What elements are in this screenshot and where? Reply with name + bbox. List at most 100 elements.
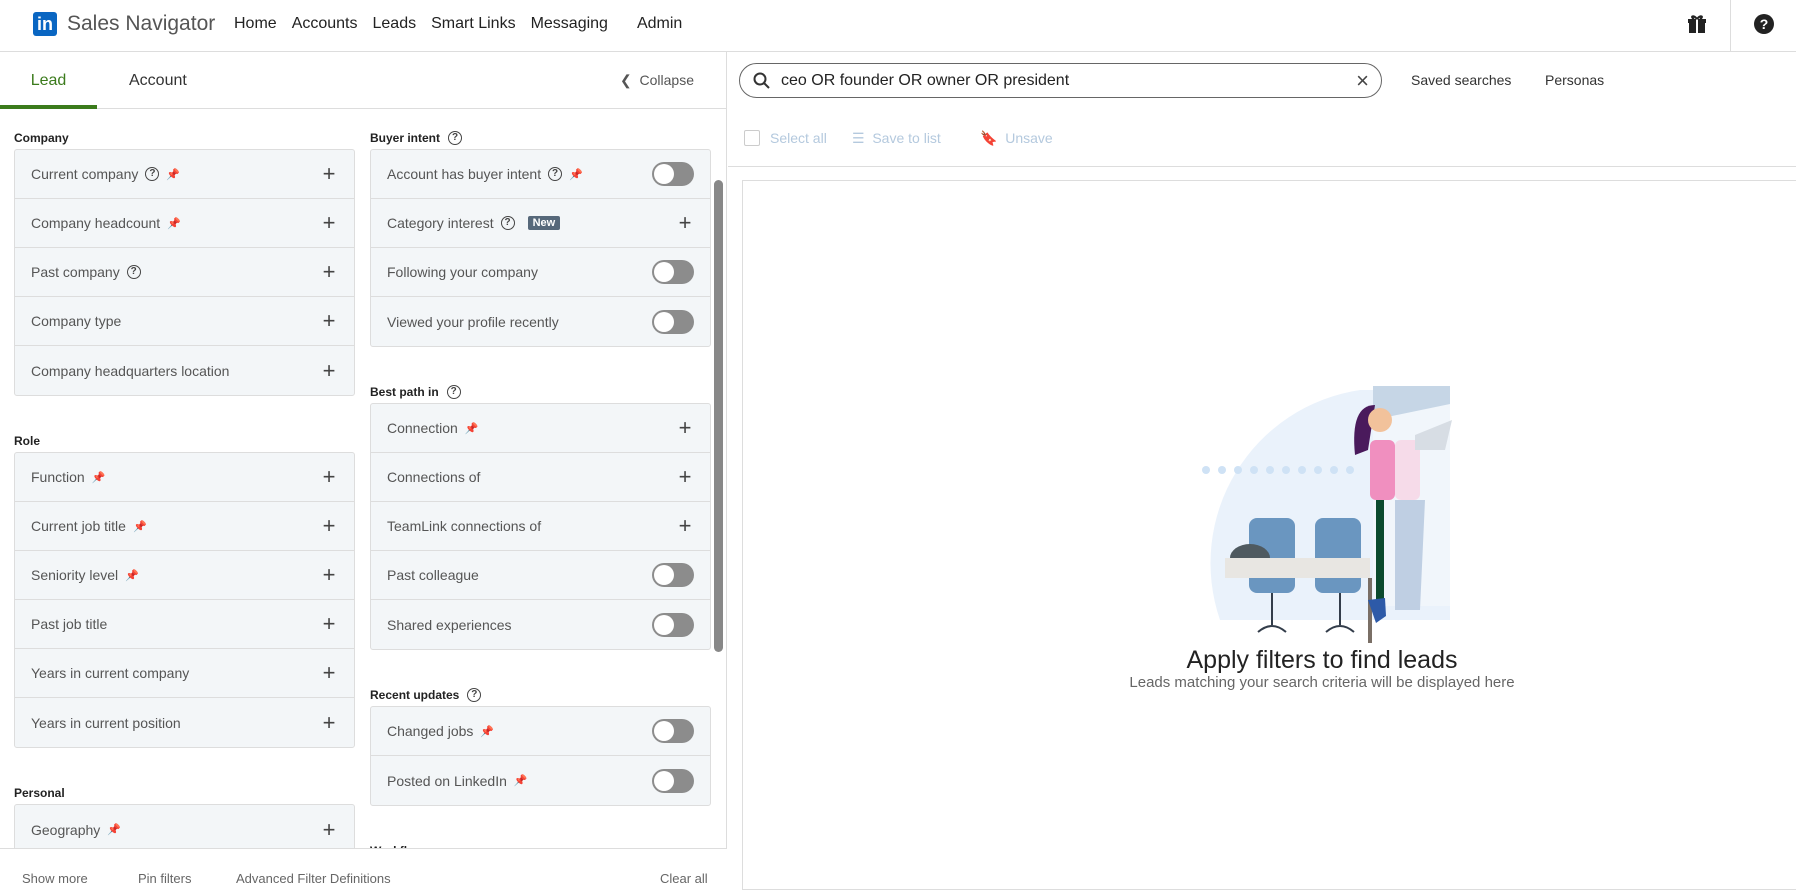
filter-label: Posted on LinkedIn	[387, 772, 507, 789]
chevron-left-icon: ❮	[620, 72, 632, 88]
filter-account-buyer-intent[interactable]: Account has buyer intent?📌	[371, 150, 710, 199]
filter-current-job-title[interactable]: Current job title📌+	[15, 502, 354, 551]
filter-past-colleague[interactable]: Past colleague	[371, 551, 710, 600]
filter-following-company[interactable]: Following your company	[371, 248, 710, 297]
filter-company-headcount[interactable]: Company headcount📌+	[15, 199, 354, 248]
save-to-list-button[interactable]: ☰ Save to list	[852, 130, 941, 147]
nav-admin[interactable]: Admin	[636, 15, 683, 32]
select-all-checkbox[interactable]: Select all	[744, 130, 827, 146]
help-icon[interactable]: ?	[548, 167, 563, 181]
collapse-button[interactable]: ❮ Collapse	[620, 72, 694, 89]
clear-search-icon[interactable]: ×	[1356, 68, 1369, 93]
plus-icon[interactable]: +	[678, 210, 692, 235]
filter-viewed-profile[interactable]: Viewed your profile recently	[371, 297, 710, 346]
filter-years-in-company[interactable]: Years in current company+	[15, 649, 354, 698]
filter-teamlink[interactable]: TeamLink connections of +	[371, 502, 710, 551]
linkedin-logo[interactable]: in	[33, 12, 57, 36]
help-icon[interactable]: ?	[446, 384, 461, 399]
filter-seniority-level[interactable]: Seniority level📌+	[15, 551, 354, 600]
filter-geography[interactable]: Geography📌+	[15, 805, 354, 854]
unsave-button[interactable]: 🔖 Unsave	[980, 130, 1053, 147]
pin-icon[interactable]: 📌	[480, 725, 495, 738]
filter-company-hq-location[interactable]: Company headquarters location+	[15, 346, 354, 395]
pin-icon[interactable]: 📌	[166, 168, 181, 181]
section-company-title: Company	[14, 130, 69, 145]
toggle-switch[interactable]	[652, 719, 694, 743]
filter-shared-experiences[interactable]: Shared experiences	[371, 600, 710, 649]
plus-icon[interactable]: +	[322, 611, 336, 636]
pin-icon[interactable]: 📌	[167, 217, 181, 230]
filter-past-company[interactable]: Past company?+	[15, 248, 354, 297]
help-icon[interactable]: ?	[126, 265, 141, 279]
section-personal-title: Personal	[14, 785, 65, 800]
search-input[interactable]: ceo OR founder OR owner OR president ×	[739, 63, 1382, 98]
search-query[interactable]: ceo OR founder OR owner OR president	[781, 72, 1070, 89]
filter-company-type[interactable]: Company type+	[15, 297, 354, 346]
filter-years-in-position[interactable]: Years in current position+	[15, 698, 354, 747]
help-icon[interactable]: ?	[145, 167, 160, 181]
filter-scrollbar[interactable]	[714, 180, 723, 652]
pin-icon[interactable]: 📌	[569, 168, 583, 181]
plus-icon[interactable]: +	[322, 259, 336, 284]
plus-icon[interactable]: +	[322, 210, 336, 235]
toggle-switch[interactable]	[652, 563, 694, 587]
nav-accounts[interactable]: Accounts	[291, 15, 358, 32]
pin-icon[interactable]: 📌	[513, 775, 528, 787]
pin-icon[interactable]: 📌	[107, 824, 121, 836]
brand-name[interactable]: Sales Navigator	[67, 12, 216, 35]
help-icon[interactable]: ?	[1753, 13, 1775, 35]
toggle-switch[interactable]	[652, 260, 694, 284]
plus-icon[interactable]: +	[678, 464, 692, 489]
filter-posted-on-linkedin[interactable]: Posted on LinkedIn 📌	[371, 756, 710, 805]
show-more-button[interactable]: Show more	[22, 871, 88, 886]
help-icon[interactable]: ?	[448, 130, 463, 145]
plus-icon[interactable]: +	[322, 464, 336, 489]
pin-icon[interactable]: 📌	[125, 569, 139, 582]
toggle-switch[interactable]	[652, 162, 694, 186]
personas-link[interactable]: Personas	[1545, 72, 1605, 88]
plus-icon[interactable]: +	[322, 709, 336, 735]
tab-lead[interactable]: Lead	[0, 72, 97, 109]
filter-function[interactable]: Function📌+	[15, 453, 354, 502]
plus-icon[interactable]: +	[322, 816, 336, 842]
plus-icon[interactable]: +	[322, 161, 336, 186]
pin-icon[interactable]: 📌	[91, 471, 106, 484]
plus-icon[interactable]: +	[678, 415, 692, 440]
filter-label: TeamLink connections of	[387, 518, 542, 534]
pin-icon[interactable]: 📌	[464, 422, 479, 435]
plus-icon[interactable]: +	[322, 562, 336, 587]
toggle-switch[interactable]	[652, 309, 694, 334]
nav-divider	[1730, 0, 1731, 52]
saved-searches-link[interactable]: Saved searches	[1411, 72, 1512, 88]
help-icon[interactable]: ?	[467, 687, 482, 702]
pin-icon[interactable]: 📌	[132, 520, 147, 533]
filter-category-interest[interactable]: Category interest?New+	[371, 199, 710, 248]
clear-all-button[interactable]: Clear all	[660, 871, 708, 886]
help-icon[interactable]: ?	[500, 216, 515, 230]
toggle-switch[interactable]	[652, 768, 694, 793]
checkbox-icon[interactable]	[744, 130, 760, 146]
list-icon: ☰	[852, 130, 865, 146]
advanced-filter-definitions-link[interactable]: Advanced Filter Definitions	[236, 871, 391, 886]
toggle-switch[interactable]	[652, 612, 694, 637]
nav-home[interactable]: Home	[234, 15, 277, 32]
svg-text:?: ?	[1760, 16, 1769, 32]
pin-filters-button[interactable]: Pin filters	[138, 871, 192, 886]
nav-messaging[interactable]: Messaging	[530, 15, 608, 32]
nav-smart-links[interactable]: Smart Links	[431, 15, 516, 32]
filter-connections-of[interactable]: Connections of+	[371, 453, 710, 502]
plus-icon[interactable]: +	[322, 308, 336, 333]
bookmark-icon: 🔖	[980, 130, 998, 146]
plus-icon[interactable]: +	[678, 513, 692, 538]
section-buyer-intent-title: Buyer intent?	[370, 109, 711, 149]
nav-leads[interactable]: Leads	[372, 15, 417, 32]
filter-connection[interactable]: Connection📌+	[371, 404, 710, 453]
tab-account[interactable]: Account	[129, 72, 187, 89]
plus-icon[interactable]: +	[322, 513, 336, 538]
filter-current-company[interactable]: Current company?📌+	[15, 150, 354, 199]
plus-icon[interactable]: +	[322, 357, 336, 383]
plus-icon[interactable]: +	[322, 660, 336, 685]
filter-changed-jobs[interactable]: Changed jobs📌	[371, 707, 710, 756]
gift-icon[interactable]	[1686, 13, 1708, 35]
filter-past-job-title[interactable]: Past job title+	[15, 600, 354, 649]
